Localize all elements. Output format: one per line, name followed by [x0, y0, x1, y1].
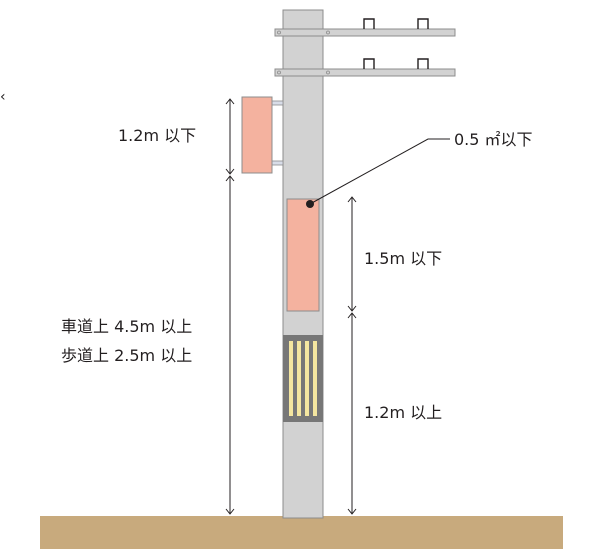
label-upper-sign-height: 1.2m 以下 [118, 126, 196, 145]
crossarm-lower [274, 58, 456, 77]
dimension-projecting-sign [225, 98, 235, 175]
dimension-wrap-sign [347, 196, 357, 312]
label-bottom-clearance: 1.2m 以上 [364, 403, 442, 422]
area-leader-line [306, 138, 450, 208]
pole-wrap-sign [286, 198, 320, 312]
edge-mark: ‹ [0, 89, 6, 105]
dimension-wrap-clearance [347, 312, 357, 515]
projecting-sign [241, 96, 284, 174]
crossarm-upper [274, 18, 456, 37]
dimension-clearance [225, 175, 235, 515]
ground [40, 516, 563, 549]
label-clearance-sidewalk: 歩道上 2.5m 以上 [61, 346, 192, 365]
label-clearance-roadway: 車道上 4.5m 以上 [61, 317, 192, 336]
label-area-limit: 0.5 ㎡以下 [454, 130, 533, 149]
reflector-plate [283, 335, 323, 422]
label-mid-sign-height: 1.5m 以下 [364, 249, 442, 268]
